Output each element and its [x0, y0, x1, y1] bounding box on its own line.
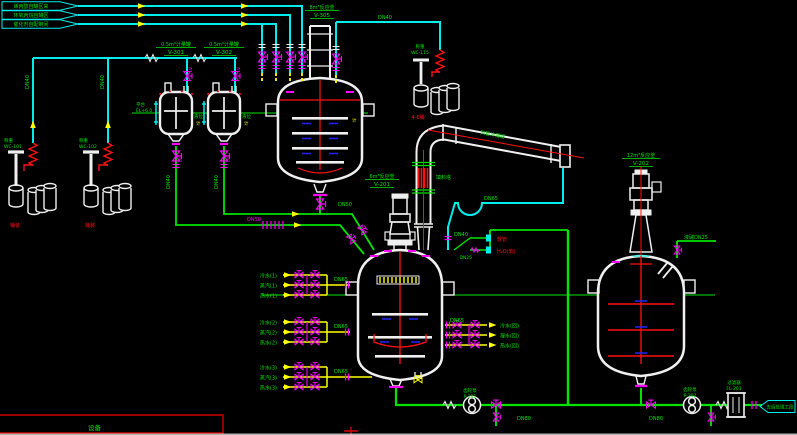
dn40-label-6: DN40 — [454, 232, 468, 238]
valve-tag-8: LV — [304, 54, 310, 60]
util-l2-1: 冷水(2) — [260, 320, 277, 327]
util-l1-3: 热水(1) — [260, 293, 277, 300]
dn65-label-4: DN65 — [450, 318, 464, 324]
valve-tag-5: LV — [264, 54, 270, 60]
util-l3-2: 蒸汽(3) — [260, 375, 277, 382]
valve-tag-6: LV — [278, 54, 284, 60]
titleblock-label: 设备 — [88, 423, 102, 432]
v202-name: 12m³反应釜 — [627, 152, 655, 159]
pump1-tag: P-201 — [464, 394, 477, 400]
level-label-2: 液位 — [242, 113, 251, 120]
util-l2-3: 热水(2) — [260, 340, 277, 347]
v201-name: 6m³反应釜 — [369, 173, 394, 180]
util-l2-2: 蒸汽(2) — [260, 330, 277, 337]
dn40-label-5: DN40 — [378, 15, 392, 21]
v302-tag: V-302 — [216, 50, 232, 56]
caustic-label: 液碱DN25 — [684, 234, 708, 241]
weigh-station-1 — [8, 150, 56, 215]
dn25-label: DN25 — [459, 255, 472, 261]
gauge-label-3: 计 — [352, 117, 357, 124]
outlet-flag-label: 去后处理工段 — [767, 404, 794, 411]
v305-internals — [280, 80, 360, 174]
column-label: 填料塔 — [436, 174, 451, 181]
level-label-1: 液位 — [194, 113, 203, 120]
valve-tag-1: LV — [188, 66, 194, 72]
util-r-3: 热水(回) — [500, 343, 519, 350]
pump2-tag: P-202 — [684, 393, 697, 399]
v201-tag: V-201 — [374, 182, 390, 188]
heater-coils — [23, 49, 445, 171]
v202-tag: V-202 — [633, 161, 649, 167]
dn80-label-1: DN80 — [517, 416, 531, 422]
dn65-label-1: DN65 — [334, 277, 348, 283]
weigh2-tag: WC-102 — [79, 144, 97, 150]
dn40-label-1: DN40 — [25, 75, 31, 89]
bottom-line-fittings — [442, 392, 757, 422]
dn80-label-2: DN80 — [649, 416, 663, 422]
pump1-name: 齿轮泵 — [463, 387, 477, 394]
v301-tag: V-301 — [168, 50, 184, 56]
v302-name: 0.5m³计量罐 — [209, 41, 239, 48]
dn65-label-0: DN65 — [484, 196, 498, 202]
util-r-2: 凝水(回) — [500, 333, 519, 340]
title-block — [0, 414, 358, 435]
elevation-label: EL+6.0 — [136, 108, 152, 114]
weigh3-name: 称重 — [416, 43, 425, 50]
platform-label: 平台 — [136, 101, 145, 108]
hose-stations — [470, 234, 491, 254]
v301-name: 0.5m³计量罐 — [161, 41, 191, 48]
dn65-label-2: DN65 — [334, 324, 348, 330]
pump2-name: 齿轮泵 — [683, 386, 697, 393]
weigh1-note: 桶装 — [10, 222, 20, 229]
packed-column — [412, 150, 435, 251]
util-l1-1: 冷水(1) — [260, 273, 277, 280]
gauge-label-2: 计 — [244, 120, 249, 127]
filter-tag: FL-201 — [726, 386, 741, 392]
util-l3-3: 热水(3) — [260, 385, 277, 392]
header-valves — [262, 211, 369, 245]
util-l3-1: 冷水(3) — [260, 365, 277, 372]
flag-label-1: 烯丙醇自罐区来 — [13, 3, 48, 10]
valve-tag-7: LV — [292, 54, 298, 60]
util-l1-2: 蒸汽(1) — [260, 283, 277, 290]
weigh-station-3 — [413, 58, 459, 115]
dn40-label-2: DN40 — [100, 75, 106, 89]
weigh-station-2 — [83, 150, 131, 215]
valve-tag-3: LV — [178, 156, 184, 162]
gauge-label-1: 计 — [196, 120, 201, 127]
condenser — [415, 124, 585, 168]
weigh2-note: 桶装 — [85, 222, 95, 229]
dn50-label-1: DN50 — [247, 217, 261, 223]
weigh3-note: 4-6桶 — [411, 114, 424, 121]
dn40-label-3: DN40 — [166, 175, 172, 189]
labels: 烯丙醇自罐区来 环氧丙烷自罐区 催化剂自配制间 去后处理工段 0.5m³计量罐 … — [4, 3, 794, 432]
filter-name: 过滤器 — [727, 379, 741, 386]
hose-label-1: 软管 — [497, 236, 507, 243]
inlet-flags — [1, 1, 79, 29]
dn50-label-2: DN50 — [338, 202, 352, 208]
cyan-piping — [32, 5, 564, 250]
v202-motor — [629, 166, 662, 257]
flag-label-3: 催化剂自配制间 — [13, 21, 48, 28]
dn40-label-4: DN40 — [214, 175, 220, 189]
hose-label-2: H₂O(软) — [497, 248, 516, 255]
valve-tag-9: LV — [338, 56, 344, 62]
condenser-label: 列管冷凝器 — [480, 129, 506, 140]
weigh3-tag: WC-115 — [411, 50, 429, 56]
weigh1-tag: WC-101 — [4, 144, 22, 150]
dn65-label-3: DN65 — [334, 369, 348, 375]
v201-internals — [368, 250, 432, 364]
v305-tag: V-305 — [314, 13, 330, 19]
valve-tag-2: LV — [236, 66, 242, 72]
v305-name: 8m³反应釜 — [309, 4, 334, 11]
weigh1-name: 称重 — [4, 137, 13, 144]
v202-internals — [608, 256, 674, 364]
outlet-flag — [759, 400, 796, 413]
weigh2-name: 称重 — [79, 137, 88, 144]
util-r-1: 冷水(回) — [500, 323, 519, 330]
v201-motor — [384, 193, 416, 250]
valve-tag-4: LV — [226, 156, 232, 162]
flag-label-2: 环氧丙烷自罐区 — [13, 12, 48, 19]
